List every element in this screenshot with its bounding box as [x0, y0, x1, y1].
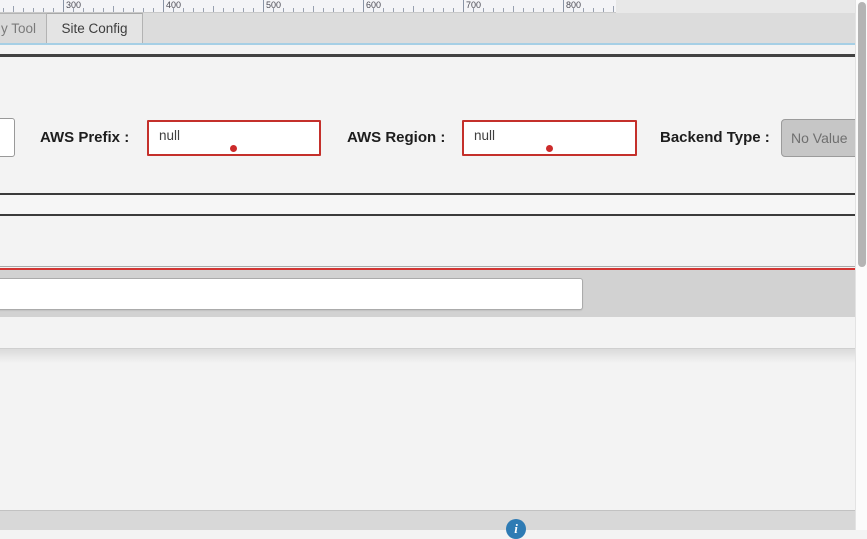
ruler-tick — [613, 6, 614, 12]
ruler-tick — [303, 8, 304, 12]
ruler-tick — [463, 0, 464, 12]
aws-prefix-label: AWS Prefix : — [40, 129, 130, 146]
footer-bar — [0, 510, 867, 530]
panel-hairline — [0, 266, 855, 267]
ruler-tick — [203, 8, 204, 12]
ruler-tick — [433, 8, 434, 12]
ruler-tick — [493, 8, 494, 12]
ruler-tick — [403, 8, 404, 12]
section-divider-top — [0, 54, 855, 57]
ruler-tick — [523, 8, 524, 12]
active-tab-underline — [0, 43, 855, 45]
section-strip — [0, 195, 855, 214]
ruler-tick — [213, 6, 214, 12]
ruler-tick — [273, 8, 274, 12]
ruler-tick — [323, 8, 324, 12]
red-section-divider — [0, 268, 855, 270]
cutoff-field[interactable] — [0, 118, 15, 157]
ruler-tick — [503, 8, 504, 12]
ruler-tick — [343, 8, 344, 12]
ruler-tick — [63, 0, 64, 12]
ruler-tick — [263, 0, 264, 12]
panel-edge-shadow — [0, 349, 867, 363]
section-divider — [0, 214, 855, 216]
ruler-tick — [133, 8, 134, 12]
aws-region-field-wrap — [462, 120, 637, 156]
ruler-tick — [473, 8, 474, 12]
ruler-tick — [3, 8, 4, 12]
ruler-tick — [123, 8, 124, 12]
ruler-tick — [293, 8, 294, 12]
ruler-tick — [483, 8, 484, 12]
aws-region-input[interactable] — [462, 120, 637, 156]
ruler-tick-label: 300 — [66, 0, 82, 10]
ruler-tick — [353, 8, 354, 12]
tab-bar: y Tool Site Config — [0, 13, 855, 43]
ruler-tick — [173, 8, 174, 12]
ruler-tick — [333, 8, 334, 12]
ruler-tick — [393, 8, 394, 12]
ruler-tick-label: 800 — [566, 0, 582, 10]
panel-edge — [0, 348, 867, 349]
ruler-tick-label: 400 — [166, 0, 182, 10]
ruler-tick — [543, 8, 544, 12]
ruler-tick — [553, 8, 554, 12]
aws-region-label: AWS Region : — [347, 129, 446, 146]
ruler-tick — [563, 0, 564, 12]
ruler-tick-label: 700 — [466, 0, 482, 10]
ruler-tick-label: 500 — [266, 0, 282, 10]
ruler-tick — [33, 8, 34, 12]
ruler-tick — [163, 0, 164, 12]
ruler-tick — [453, 8, 454, 12]
tab-y-tool[interactable]: y Tool — [0, 13, 47, 43]
ruler-tick — [23, 8, 24, 12]
validation-error-dot — [546, 145, 553, 152]
info-icon[interactable]: i — [506, 519, 526, 539]
ruler-tick — [193, 8, 194, 12]
ruler-tick — [383, 8, 384, 12]
ruler-tick — [143, 8, 144, 12]
ruler-tick — [423, 8, 424, 12]
ruler-tick — [83, 8, 84, 12]
ruler-tick — [113, 6, 114, 12]
ruler-tick — [183, 8, 184, 12]
ruler-tick — [573, 8, 574, 12]
ruler-tick — [253, 8, 254, 12]
ruler-tick — [593, 8, 594, 12]
aws-prefix-field-wrap — [147, 120, 321, 156]
ruler-tick — [223, 8, 224, 12]
ruler-tick — [533, 8, 534, 12]
ruler-tick — [73, 8, 74, 12]
ruler-tick — [583, 8, 584, 12]
ruler-tick — [153, 8, 154, 12]
pixel-ruler: 300 400 500 600 700 800 — [0, 0, 616, 13]
vertical-scrollbar[interactable] — [855, 0, 867, 530]
ruler-tick — [43, 8, 44, 12]
ruler-tick-label: 600 — [366, 0, 382, 10]
ruler-tick — [313, 6, 314, 12]
ruler-tick — [363, 0, 364, 12]
ruler-tick — [53, 8, 54, 12]
ruler-tick — [283, 8, 284, 12]
section-divider — [0, 193, 855, 195]
ruler-tick — [103, 8, 104, 12]
backend-type-select[interactable]: No Value — [781, 119, 863, 157]
ruler-tick — [413, 6, 414, 12]
ruler-tick — [603, 8, 604, 12]
ruler-tick — [93, 8, 94, 12]
ruler-tick — [513, 6, 514, 12]
ruler-tick — [233, 8, 234, 12]
ruler-tick — [373, 8, 374, 12]
validation-error-dot — [230, 145, 237, 152]
ruler-tick — [13, 6, 14, 12]
ruler-tick — [443, 8, 444, 12]
wide-text-input[interactable] — [0, 278, 583, 310]
scrollbar-thumb[interactable] — [858, 2, 866, 267]
backend-type-label: Backend Type : — [660, 129, 770, 146]
tab-site-config[interactable]: Site Config — [47, 13, 143, 43]
ruler-tick — [243, 8, 244, 12]
